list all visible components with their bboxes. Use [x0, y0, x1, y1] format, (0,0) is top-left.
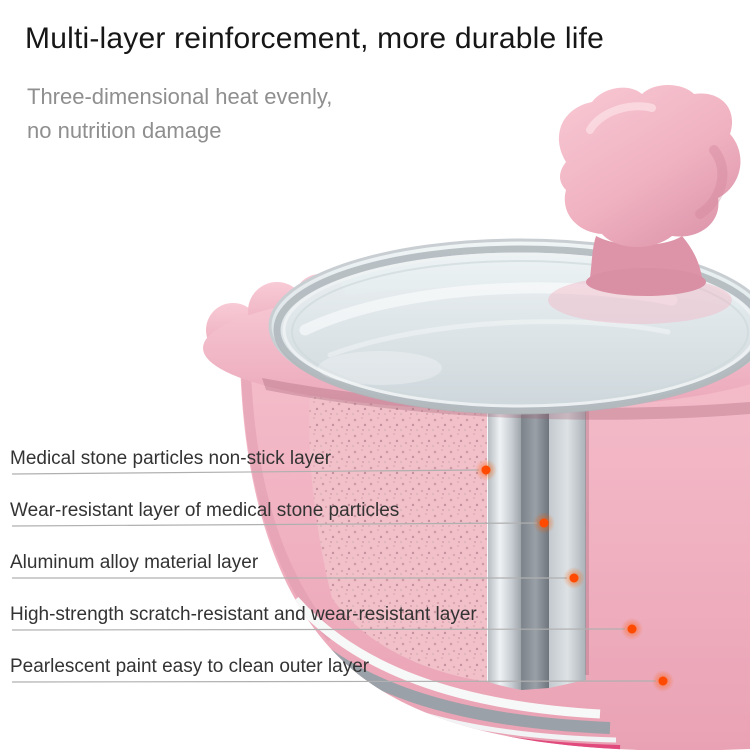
callout-wear-resistant-layer: Wear-resistant layer of medical stone pa… — [10, 500, 400, 521]
lid-metal-ring — [273, 245, 750, 415]
leader-line-outer-paint — [11, 680, 657, 683]
layer-aluminum-light — [549, 403, 586, 688]
knob-top — [558, 85, 741, 248]
callout-outer-paint-layer: Pearlescent paint easy to clean outer la… — [10, 656, 370, 677]
leader-line-non-stick — [11, 469, 480, 475]
dot-non-stick-layer — [475, 459, 497, 481]
layer-dots — [475, 459, 674, 692]
subtitle: Three-dimensional heat evenly, no nutriti… — [27, 80, 332, 148]
subtitle-line-1: Three-dimensional heat evenly, — [27, 84, 333, 109]
lid-knob — [558, 85, 741, 296]
page-title: Multi-layer reinforcement, more durable … — [25, 22, 605, 55]
subtitle-line-2: no nutrition damage — [27, 118, 222, 143]
leader-line-scratch-resistant — [11, 628, 626, 631]
layer-aluminum-dark — [522, 402, 549, 690]
layer-non-stick-speckle — [309, 394, 488, 682]
dot-wear-resistant-layer — [533, 512, 555, 534]
layer-wear-resistant — [488, 400, 522, 690]
leader-lines — [11, 469, 657, 683]
leader-line-wear-resistant — [11, 522, 538, 527]
dot-outer-paint-layer — [652, 670, 674, 692]
dot-aluminum-layer — [563, 567, 585, 589]
cutaway-layers — [309, 394, 589, 690]
dot-scratch-resistant-layer — [621, 618, 643, 640]
callout-non-stick-layer: Medical stone particles non-stick layer — [10, 448, 332, 469]
callout-aluminum-layer: Aluminum alloy material layer — [10, 552, 259, 573]
callout-scratch-resistant-layer: High-strength scratch-resistant and wear… — [10, 604, 477, 625]
